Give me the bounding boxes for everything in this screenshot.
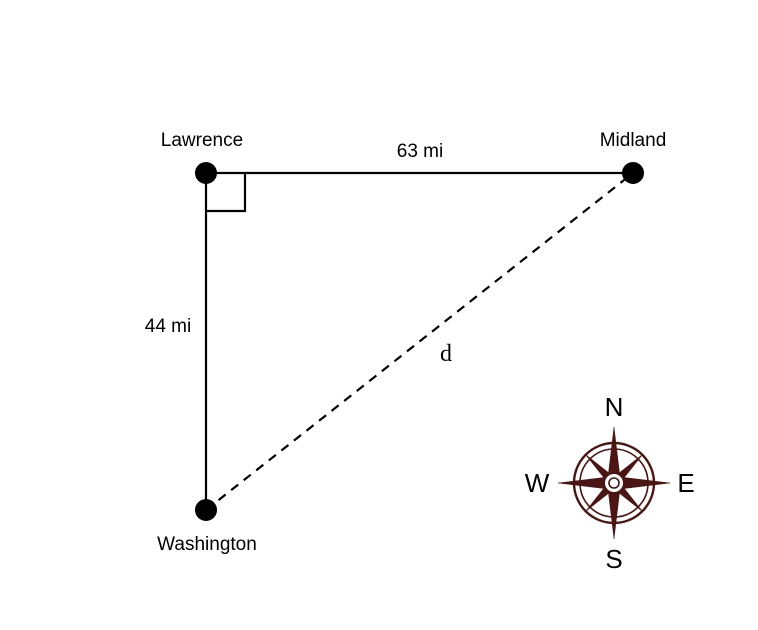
washington-label: Washington [157, 534, 257, 555]
unknown-distance-label: d [440, 341, 452, 367]
washington-midland-dashed-edge [205, 172, 634, 511]
compass-north-label: N [605, 392, 624, 422]
right-angle-marker [206, 173, 247, 213]
compass-west-label: W [525, 468, 550, 498]
washington-point [195, 499, 217, 521]
compass-icon [557, 426, 671, 540]
lawrence-washington-distance-label: 44 mi [145, 316, 191, 337]
lawrence-label: Lawrence [161, 130, 243, 151]
compass-rose: N S E W [525, 392, 695, 574]
lawrence-point [195, 162, 217, 184]
compass-south-label: S [605, 544, 622, 574]
midland-label: Midland [600, 130, 667, 151]
compass-east-label: E [677, 468, 694, 498]
midland-point [622, 162, 644, 184]
lawrence-midland-distance-label: 63 mi [397, 141, 443, 162]
